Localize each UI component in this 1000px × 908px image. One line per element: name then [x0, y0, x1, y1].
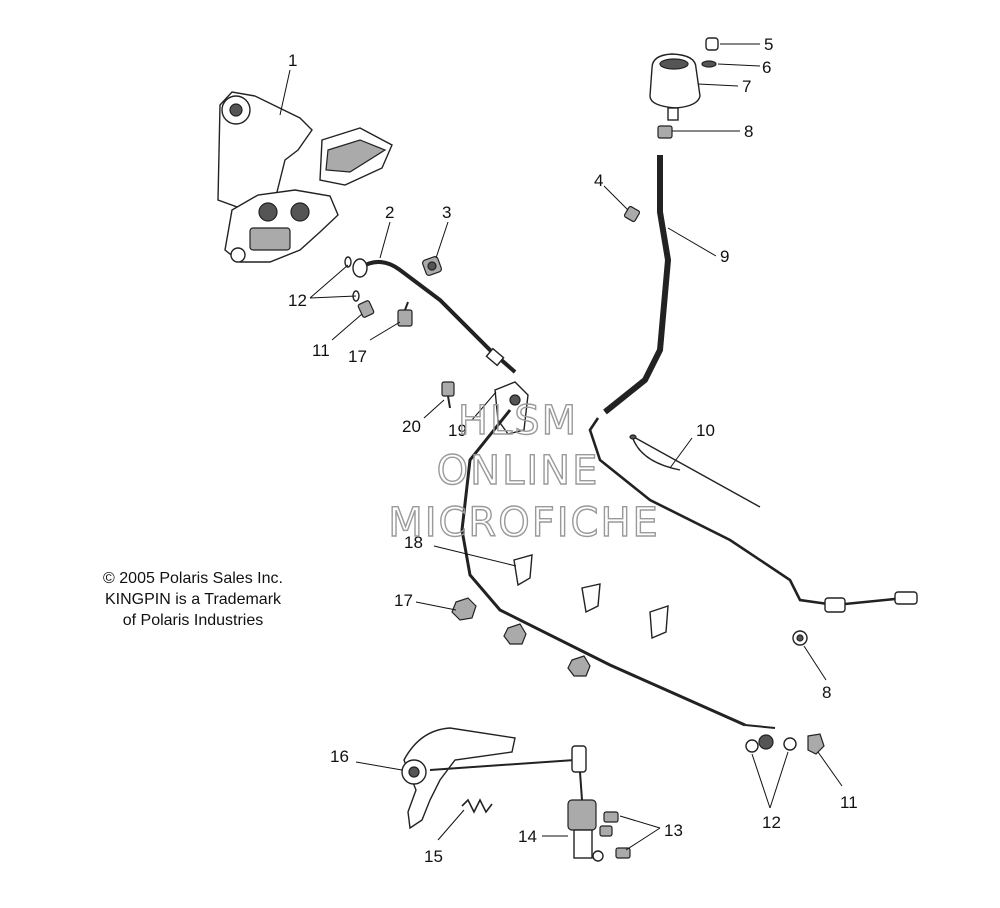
callout-9: 9 [720, 247, 729, 266]
pedal-return-spring [461, 798, 493, 814]
watermark-line-2: ONLINE [437, 448, 600, 494]
bolt-lower [451, 597, 591, 677]
callout-10: 10 [696, 421, 715, 440]
callout-16: 16 [330, 747, 349, 766]
callout-8-upper: 8 [744, 122, 753, 141]
master-cylinder-bolts [599, 811, 631, 859]
brake-master-cylinder [567, 745, 604, 862]
callout-12-upper: 12 [288, 291, 307, 310]
watermark: HLSM ONLINE MICROFICHE [387, 397, 660, 546]
watermark-line-1: HLSM [458, 398, 578, 444]
callout-14: 14 [518, 827, 537, 846]
callout-17-lower: 17 [394, 591, 413, 610]
steel-brake-line [460, 409, 776, 729]
cable-tie [629, 434, 761, 508]
reservoir-washer [701, 60, 717, 68]
callout-5: 5 [764, 35, 773, 54]
crush-washer-lower [745, 734, 797, 753]
hose-clamp-lower [792, 630, 808, 646]
brake-fluid-reservoir [649, 53, 701, 121]
hose-clamp-upper [657, 125, 673, 139]
bleeder-fitting [421, 255, 443, 277]
copyright-line-3: of Polaris Industries [122, 612, 264, 629]
callout-15: 15 [424, 847, 443, 866]
leader-lines [279, 43, 843, 851]
callout-4: 4 [594, 171, 603, 190]
callout-1: 1 [288, 51, 297, 70]
brake-pedal [401, 727, 576, 830]
callout-17-upper: 17 [348, 347, 367, 366]
brake-caliper-assembly [217, 91, 393, 263]
callout-12-lower: 12 [762, 813, 781, 832]
reservoir-screw [705, 37, 719, 51]
watermark-line-3: MICROFICHE [388, 500, 660, 546]
reservoir-hose [588, 155, 918, 613]
brake-line-junction [494, 381, 529, 435]
junction-bolt [441, 381, 455, 409]
callout-2: 2 [385, 203, 394, 222]
callout-13: 13 [664, 821, 683, 840]
callout-11-lower: 11 [840, 793, 858, 812]
copyright-notice: © 2005 Polaris Sales Inc. KINGPIN is a T… [78, 568, 308, 631]
caliper-brake-line [352, 258, 517, 374]
crush-washer-upper [344, 256, 360, 302]
line-clip [513, 554, 669, 640]
callout-18: 18 [404, 533, 423, 552]
callout-6: 6 [762, 58, 771, 77]
callout-19: 19 [448, 421, 467, 440]
callout-7: 7 [742, 77, 751, 96]
banjo-bolt-lower [807, 733, 825, 755]
callout-labels: 1 2 3 4 5 6 7 8 8 9 10 11 11 12 12 13 14… [288, 35, 858, 866]
callout-8-lower: 8 [822, 683, 831, 702]
reservoir-fitting [623, 205, 641, 223]
callout-3: 3 [442, 203, 451, 222]
copyright-line-2: KINGPIN is a Trademark [104, 591, 282, 608]
callout-20: 20 [402, 417, 421, 436]
copyright-line-1: © 2005 Polaris Sales Inc. [103, 570, 283, 587]
banjo-bolt-upper [357, 300, 375, 318]
callout-11-upper: 11 [312, 341, 330, 360]
bolt-upper [397, 301, 413, 327]
